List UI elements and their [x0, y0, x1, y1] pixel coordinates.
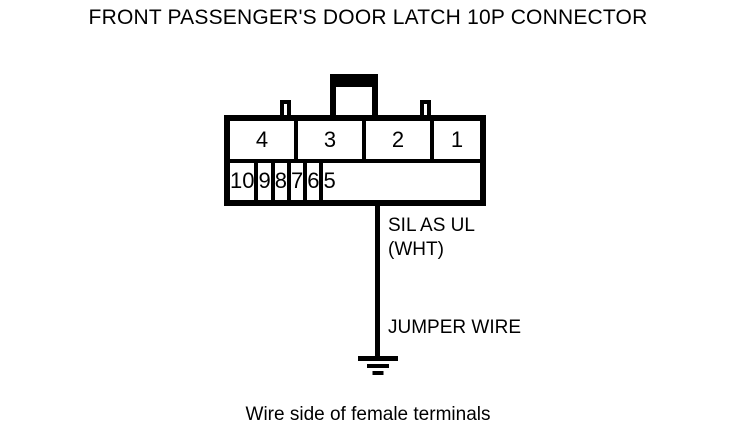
wire-name-text: SIL AS UL [388, 215, 475, 236]
connector-side-tab-left [280, 100, 291, 117]
connector-latch-tab [330, 74, 378, 117]
jumper-wire-label: JUMPER WIRE [388, 317, 521, 338]
page-title: FRONT PASSENGER'S DOOR LATCH 10P CONNECT… [88, 6, 648, 29]
pin-row-top: 4 3 2 1 [230, 121, 480, 163]
wire-label: SIL AS UL (WHT) [388, 214, 475, 263]
pin-cell-6: 6 [307, 162, 324, 200]
connector-side-tab-right [420, 100, 431, 117]
ground-symbol-icon [358, 356, 398, 375]
pin-cell-8: 8 [274, 162, 291, 200]
pin-cell-2: 2 [366, 121, 434, 159]
pin-cell-3: 3 [298, 121, 366, 159]
ground-bar-3 [372, 371, 384, 375]
diagram-caption: Wire side of female terminals [245, 404, 491, 425]
pin-cell-7: 7 [290, 162, 308, 200]
wire-color-text: (WHT) [388, 239, 444, 261]
pin-row-bottom: 10 9 8 7 6 5 [230, 162, 480, 200]
pin-cell-4: 4 [230, 121, 298, 159]
connector-body: 4 3 2 1 10 9 8 7 6 5 [224, 115, 486, 206]
pin-cell-5: 5 [323, 162, 336, 200]
connector-assembly: 4 3 2 1 10 9 8 7 6 5 [224, 74, 486, 206]
pin-cell-1: 1 [434, 121, 480, 159]
ground-bar-1 [358, 356, 398, 361]
ground-bar-2 [367, 364, 389, 368]
pin-cell-10: 10 [230, 162, 259, 200]
pin-cell-9: 9 [258, 162, 275, 200]
jumper-wire-line [375, 200, 380, 358]
